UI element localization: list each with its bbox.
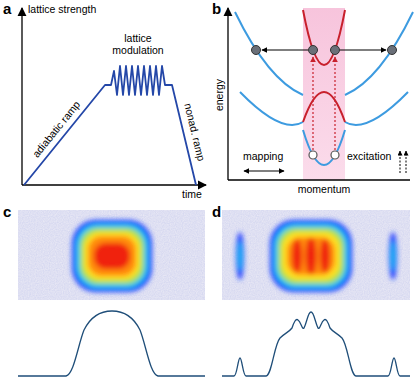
panel-letter: c [3, 203, 11, 220]
axis-label: momentum [298, 183, 351, 195]
panel-letter: d [212, 203, 221, 220]
absorption-image-c [18, 210, 205, 300]
absorption-image-d [222, 210, 410, 300]
profile-d [222, 312, 410, 376]
key-label: excitation [347, 150, 391, 162]
panel-b-plot [228, 8, 413, 180]
curve-label: adiabatic ramp [30, 98, 83, 159]
panel-letter: a [3, 0, 11, 17]
axis-label: time [182, 188, 202, 200]
curve-label: nonad. ramp [182, 102, 207, 162]
axis-label: lattice strength [28, 3, 96, 15]
axis-label: energy [213, 79, 225, 111]
curve-label: lattice modulation [107, 32, 169, 56]
panel-letter: b [212, 0, 221, 17]
key-label: mapping [243, 150, 283, 162]
profile-c [18, 311, 205, 376]
panel-a-plot [22, 8, 206, 185]
